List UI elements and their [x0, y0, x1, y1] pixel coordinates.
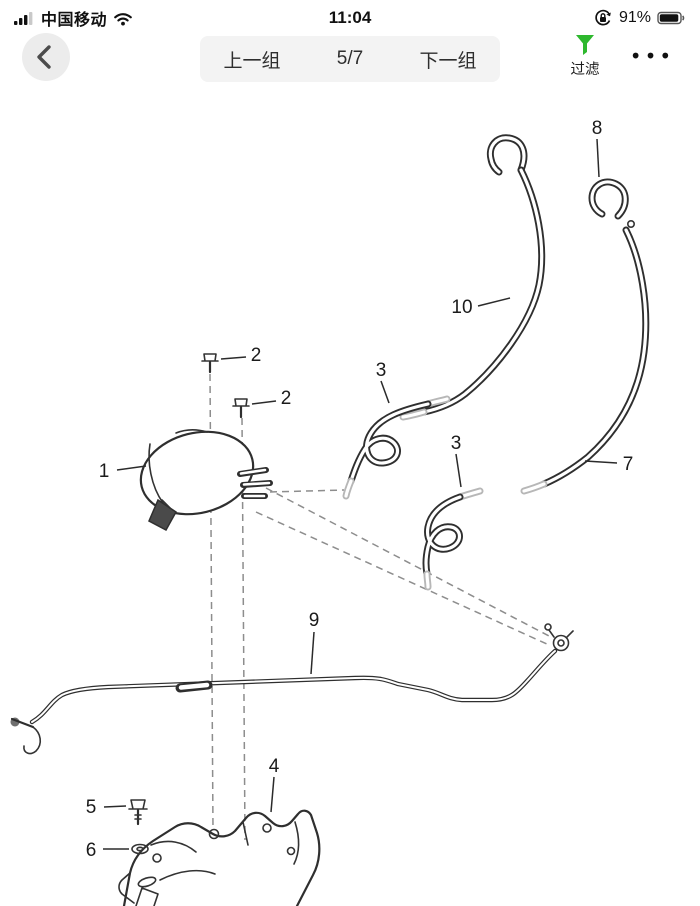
filter-button[interactable]: 过滤 [559, 33, 611, 79]
back-button[interactable] [22, 33, 70, 81]
pipe-9-clip [544, 623, 574, 652]
prev-group-button[interactable]: 上一组 [200, 36, 304, 82]
chevron-left-icon [37, 45, 51, 69]
hose-3b-part [422, 487, 484, 591]
bolt-5-part [128, 799, 148, 826]
pipe-9-part [10, 623, 574, 755]
bolt-2b-part [232, 398, 250, 419]
alignment-dashes [209, 373, 550, 841]
callout-labels: 1 2 2 3 3 4 5 6 7 8 9 10 [86, 118, 634, 861]
callout-2b: 2 [281, 388, 292, 409]
more-dots: ••• [629, 44, 675, 68]
hose-7-part [520, 178, 650, 495]
bolt-2a-part [201, 353, 219, 374]
battery-icon [657, 11, 685, 25]
callout-3b: 3 [451, 433, 462, 454]
callout-2: 2 [251, 345, 262, 366]
more-button[interactable]: ••• [624, 41, 680, 71]
carrier-label: 中国移动 [41, 12, 108, 29]
battery-percent: 91% [618, 9, 651, 26]
callout-8: 8 [592, 118, 603, 139]
page-indicator: 5/7 [336, 48, 364, 69]
callout-10: 10 [451, 297, 472, 318]
hose-10-part [399, 134, 546, 421]
callout-3: 3 [376, 360, 387, 381]
wifi-icon [114, 12, 132, 25]
callout-5: 5 [86, 797, 97, 818]
header: 中国移动 11:04 91% [0, 0, 700, 96]
washer-6-part [131, 843, 149, 855]
filter-funnel-icon [576, 35, 594, 55]
callout-6: 6 [86, 840, 97, 861]
filter-label: 过滤 [570, 62, 600, 78]
rotation-lock-icon [595, 9, 611, 26]
clock: 11:04 [328, 8, 372, 27]
callout-4: 4 [269, 756, 280, 777]
canister-part [139, 429, 273, 532]
hose-3a-part [342, 395, 451, 500]
bracket-4-part [118, 809, 321, 906]
callout-7: 7 [623, 454, 634, 475]
group-pager: 上一组 5/7 下一组 [200, 36, 500, 82]
callout-1: 1 [99, 461, 110, 482]
status-bar: 中国移动 11:04 91% [0, 0, 700, 32]
leader-lines [103, 138, 618, 850]
cellular-signal-icon [14, 12, 33, 25]
next-group-button[interactable]: 下一组 [396, 36, 500, 82]
callout-9: 9 [309, 610, 320, 631]
